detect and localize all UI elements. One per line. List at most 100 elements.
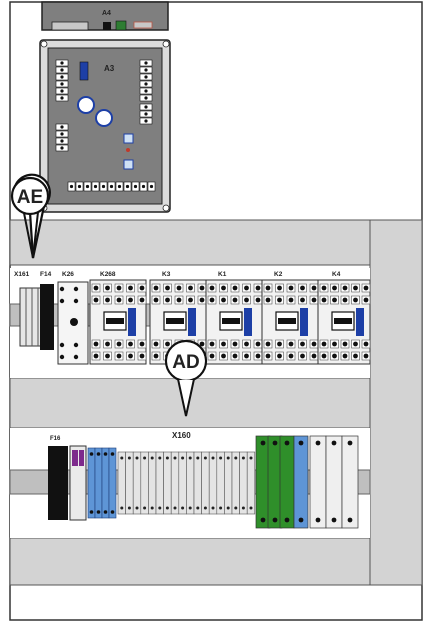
- contactor-screw: [311, 297, 317, 303]
- gray-terminal: [246, 451, 256, 515]
- gray-terminal: [155, 451, 164, 515]
- contactor-screw: [288, 341, 294, 347]
- contactor-screw: [176, 285, 182, 291]
- right-terminal-screw: [260, 517, 266, 523]
- contactor-screw: [232, 297, 238, 303]
- contactor-screw: [342, 353, 348, 359]
- contactor-indicator: [278, 318, 296, 324]
- contactor-screw: [105, 353, 110, 359]
- gray-terminal-screw: [188, 506, 192, 510]
- a3-bottom-terminal-screw: [125, 184, 130, 189]
- gray-terminal: [231, 451, 240, 515]
- gray-terminal: [239, 451, 248, 515]
- gray-terminal-screw: [203, 456, 207, 460]
- contactor-screw: [153, 341, 159, 347]
- top-rail-label: K26: [62, 271, 74, 278]
- contactor-screw: [139, 285, 145, 291]
- a3-terminal-screw: [60, 89, 64, 93]
- a3-bottom-terminal-screw: [77, 184, 82, 189]
- contactor-screw: [116, 297, 122, 303]
- blue-terminal-screw: [110, 452, 115, 456]
- blue-terminal-screw: [96, 510, 101, 514]
- gray-terminal-screw: [165, 456, 169, 460]
- a3-bottom-terminal-screw: [133, 184, 138, 189]
- contactor-screw: [353, 285, 358, 291]
- contactor-screw: [232, 285, 238, 291]
- contactor-screw: [288, 353, 294, 359]
- a3-terminal-screw: [60, 96, 64, 100]
- gray-terminal: [216, 451, 225, 515]
- a3-bottom-terminal-screw: [149, 184, 154, 189]
- a3-bottom-terminal-screw: [109, 184, 114, 189]
- contactor-screw: [311, 341, 317, 347]
- gray-terminal-screw: [120, 506, 124, 510]
- gray-terminal: [170, 451, 180, 515]
- k26-relay: [57, 281, 89, 365]
- gray-terminal: [125, 451, 134, 515]
- device-a3-terminals: [55, 59, 156, 192]
- x160-terminal-strip: [117, 451, 256, 515]
- a3-bottom-terminal-screw: [93, 184, 98, 189]
- contactor-screw: [209, 341, 215, 347]
- contactor-group: [59, 279, 371, 365]
- contactor-indicator: [106, 318, 124, 324]
- top-rail-label: K4: [332, 271, 341, 278]
- k26-screw: [59, 298, 65, 304]
- gray-terminal-screw: [181, 506, 185, 510]
- contactor-screw: [265, 285, 271, 291]
- contactor-screw: [209, 353, 215, 359]
- top-rail-label: K2: [274, 271, 283, 278]
- contactor-screw: [139, 341, 145, 347]
- gray-terminal-screw: [135, 456, 139, 460]
- right-terminal-screw: [315, 440, 321, 446]
- contactor-screw: [116, 285, 122, 291]
- purple-module: [69, 445, 87, 521]
- contactor-screw: [116, 353, 122, 359]
- blue-terminal-group: [87, 447, 117, 519]
- k26-screw: [59, 354, 65, 360]
- k26-screw: [73, 286, 79, 292]
- right-terminal: [309, 435, 327, 529]
- blue-terminal-screw: [103, 452, 108, 456]
- contactor-blue-mark: [300, 308, 308, 336]
- f14-breaker: [40, 284, 54, 350]
- contactor-screw: [153, 353, 159, 359]
- contactor-screw: [255, 341, 261, 347]
- gray-terminal-screw: [196, 456, 200, 460]
- gray-terminal: [163, 451, 172, 515]
- contactor-screw: [244, 353, 249, 359]
- blue-terminal: [108, 447, 117, 519]
- contactor-screw: [277, 297, 282, 303]
- contactor-screw: [342, 341, 348, 347]
- contactor-screw: [255, 353, 261, 359]
- contactor-screw: [93, 341, 99, 347]
- callout-ae: AE: [10, 173, 51, 259]
- gray-terminal: [148, 451, 157, 515]
- contactor-screw: [209, 297, 215, 303]
- f16-label: F16: [50, 436, 61, 442]
- contactor-screw: [265, 341, 271, 347]
- gray-terminal-screw: [219, 506, 223, 510]
- callout-ae-label: AE: [17, 187, 43, 208]
- duct-band-1: [9, 219, 371, 266]
- contactor-screw: [244, 285, 249, 291]
- gray-terminal-screw: [249, 456, 253, 460]
- a3-terminal-screw: [144, 105, 148, 109]
- a3-terminal-screw: [144, 61, 148, 65]
- contactor-screw: [93, 297, 99, 303]
- contactor-screw: [265, 353, 271, 359]
- blue-terminal: [94, 447, 103, 519]
- contactor-screw: [300, 285, 305, 291]
- contactor-screw: [128, 285, 133, 291]
- contactor-screw: [188, 285, 193, 291]
- k26-screw: [59, 286, 65, 292]
- contactor-screw: [277, 353, 282, 359]
- a3-terminal-screw: [144, 112, 148, 116]
- contactor-screw: [93, 285, 99, 291]
- a3-terminal-screw: [144, 96, 148, 100]
- contactor-indicator: [334, 318, 352, 324]
- right-terminal: [325, 435, 343, 529]
- gray-terminal-screw: [158, 456, 162, 460]
- contactor-screw: [105, 285, 110, 291]
